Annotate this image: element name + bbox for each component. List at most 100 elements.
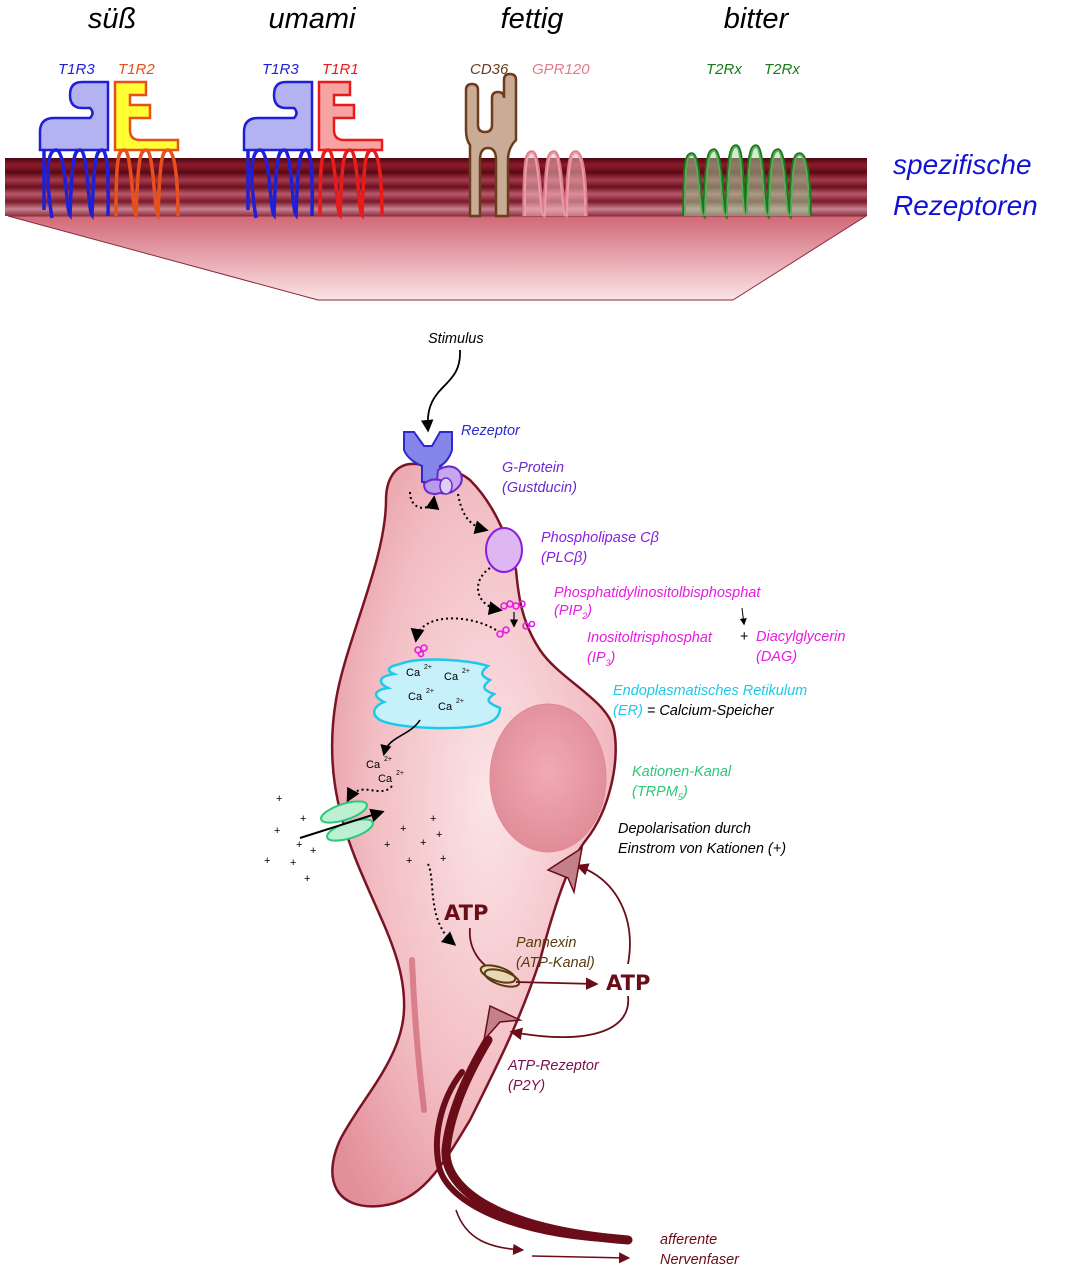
stimulus-arrow <box>420 349 461 433</box>
cation-inside-5: + <box>420 837 426 849</box>
pannexin-to-atp-arrow <box>515 977 599 991</box>
ca-charge-3: 2+ <box>426 688 434 695</box>
label-spezifische: spezifische <box>893 149 1032 180</box>
header-umami: umami <box>268 3 357 35</box>
ca-charge-4: 2+ <box>456 698 464 705</box>
cation-outside-4: + <box>296 839 302 851</box>
ca-label-5: Ca <box>366 759 381 771</box>
cation-inside-3: + <box>436 829 442 841</box>
label-t2rx-b: T2Rx <box>764 61 800 78</box>
receptor-bitter <box>682 144 812 220</box>
label-cd36: CD36 <box>470 61 509 78</box>
label-einstrom: Einstrom von Kationen (+) <box>618 841 786 857</box>
cell-nucleus <box>489 703 607 853</box>
receptor-suess <box>38 80 180 220</box>
dotted-arrow-to-er <box>410 617 497 643</box>
receptor-fettig <box>464 72 588 220</box>
header-fettig: fettig <box>501 3 564 35</box>
ca-charge-1: 2+ <box>424 664 432 671</box>
pip2-molecules <box>496 600 536 638</box>
pip2-abbr-close: ) <box>585 603 592 619</box>
endoplasmic-reticulum <box>372 658 502 730</box>
label-t1r1: T1R1 <box>322 61 359 78</box>
label-plc-abbr: (PLCβ) <box>541 550 587 566</box>
cation-inside-4: + <box>384 839 390 851</box>
label-t1r3-suess: T1R3 <box>58 61 95 78</box>
p2y-receptor-arrowhead <box>482 1004 523 1043</box>
cation-inside-1: + <box>430 813 436 825</box>
ca-label-6: Ca <box>378 773 393 785</box>
dotted-arrow-to-plc <box>457 493 489 535</box>
label-g-protein: G-Protein <box>502 460 564 476</box>
atp-to-p2y-arrow <box>509 995 630 1040</box>
ip3-sub: 3 <box>606 658 611 668</box>
trpm-abbr-close: ) <box>681 784 688 800</box>
cation-outside-6: + <box>264 855 270 867</box>
depolarization-receptor-arrowhead <box>546 846 584 895</box>
pip2-sub: 2 <box>581 611 587 621</box>
er-abbr: (ER) <box>613 703 643 719</box>
ca-charge-6: 2+ <box>396 770 404 777</box>
er-calcium-store: = Calcium-Speicher <box>643 703 775 719</box>
ca-charge-2: 2+ <box>462 668 470 675</box>
cation-outside-3: + <box>274 825 280 837</box>
ip3-molecule <box>414 644 428 658</box>
header-suess: süß <box>88 3 136 35</box>
label-atp-rezeptor: ATP-Rezeptor <box>507 1058 600 1074</box>
ca-label-1: Ca <box>406 667 421 679</box>
cation-inside-6: + <box>406 855 412 867</box>
label-rezeptor: Rezeptor <box>461 423 521 439</box>
label-er-abbr: (ER) = Calcium-Speicher <box>613 703 775 719</box>
pannexin-channel <box>479 964 521 988</box>
atp-to-cell-arrow <box>575 863 631 965</box>
atp-inner-label: ATP <box>444 901 488 925</box>
trpm5-channel <box>299 800 385 842</box>
cation-outside-8: + <box>304 873 310 885</box>
dotted-arrow-to-pip2 <box>477 567 503 616</box>
atp-outer-label: ATP <box>606 971 650 995</box>
afferent-nerve-fiber <box>433 1035 633 1264</box>
t1r3-helices-suess <box>42 148 110 220</box>
label-t1r2: T1R2 <box>118 61 155 78</box>
ip3-abbr-close: ) <box>609 650 616 666</box>
label-ip3-abbr: (IP3) <box>587 650 615 668</box>
membrane-zoom-trapezoid <box>7 215 868 301</box>
t1r2-helices <box>114 148 180 220</box>
dotted-arrow-rezeptor-loop <box>409 491 440 511</box>
ip3-abbr-open: (IP <box>587 650 606 666</box>
label-dag: Diacylglycerin <box>756 629 845 645</box>
cd36-receptor <box>464 72 518 218</box>
label-afferente: afferente <box>660 1232 717 1248</box>
t1r3-receptor-umami <box>242 80 314 152</box>
label-pip2: Phosphatidylinositolbisphosphat <box>554 585 761 601</box>
cell-membrane-streak <box>409 957 427 1113</box>
cation-outside-2: + <box>300 813 306 825</box>
cation-outside-5: + <box>310 845 316 857</box>
t1r3-receptor-suess <box>38 80 110 152</box>
ca-label-2: Ca <box>444 671 459 683</box>
label-pannexin: Pannexin <box>516 935 576 951</box>
dotted-arrow-to-pannexin <box>427 863 457 946</box>
pip2-split-arrow <box>739 607 747 626</box>
label-stimulus: Stimulus <box>428 331 484 347</box>
trpm-sub: 5 <box>678 792 684 802</box>
t1r1-helices <box>318 148 384 220</box>
gpr120-receptor-fill <box>524 152 586 216</box>
ca-release-arrow <box>380 719 421 757</box>
label-dag-abbr: (DAG) <box>756 649 797 665</box>
label-nervenfaser: Nervenfaser <box>660 1252 740 1268</box>
label-atp-kanal: (ATP-Kanal) <box>516 955 595 971</box>
label-trpm: Kationen-Kanal <box>632 764 732 780</box>
label-trpm-abbr: (TRPM5) <box>632 784 688 802</box>
cation-inside-7: + <box>440 853 446 865</box>
ca-label-4: Ca <box>438 701 453 713</box>
pip2-abbr-open: (PIP <box>554 603 583 619</box>
label-rezeptoren: Rezeptoren <box>893 190 1038 221</box>
t1r3-helices-umami <box>246 148 314 220</box>
cation-inside-2: + <box>400 823 406 835</box>
cations: + + + + + + + + + + + + + + + <box>264 793 446 885</box>
t2rx-receptor-fill <box>684 146 810 216</box>
label-t2rx-a: T2Rx <box>706 61 742 78</box>
label-plus-sign: + <box>740 629 748 645</box>
